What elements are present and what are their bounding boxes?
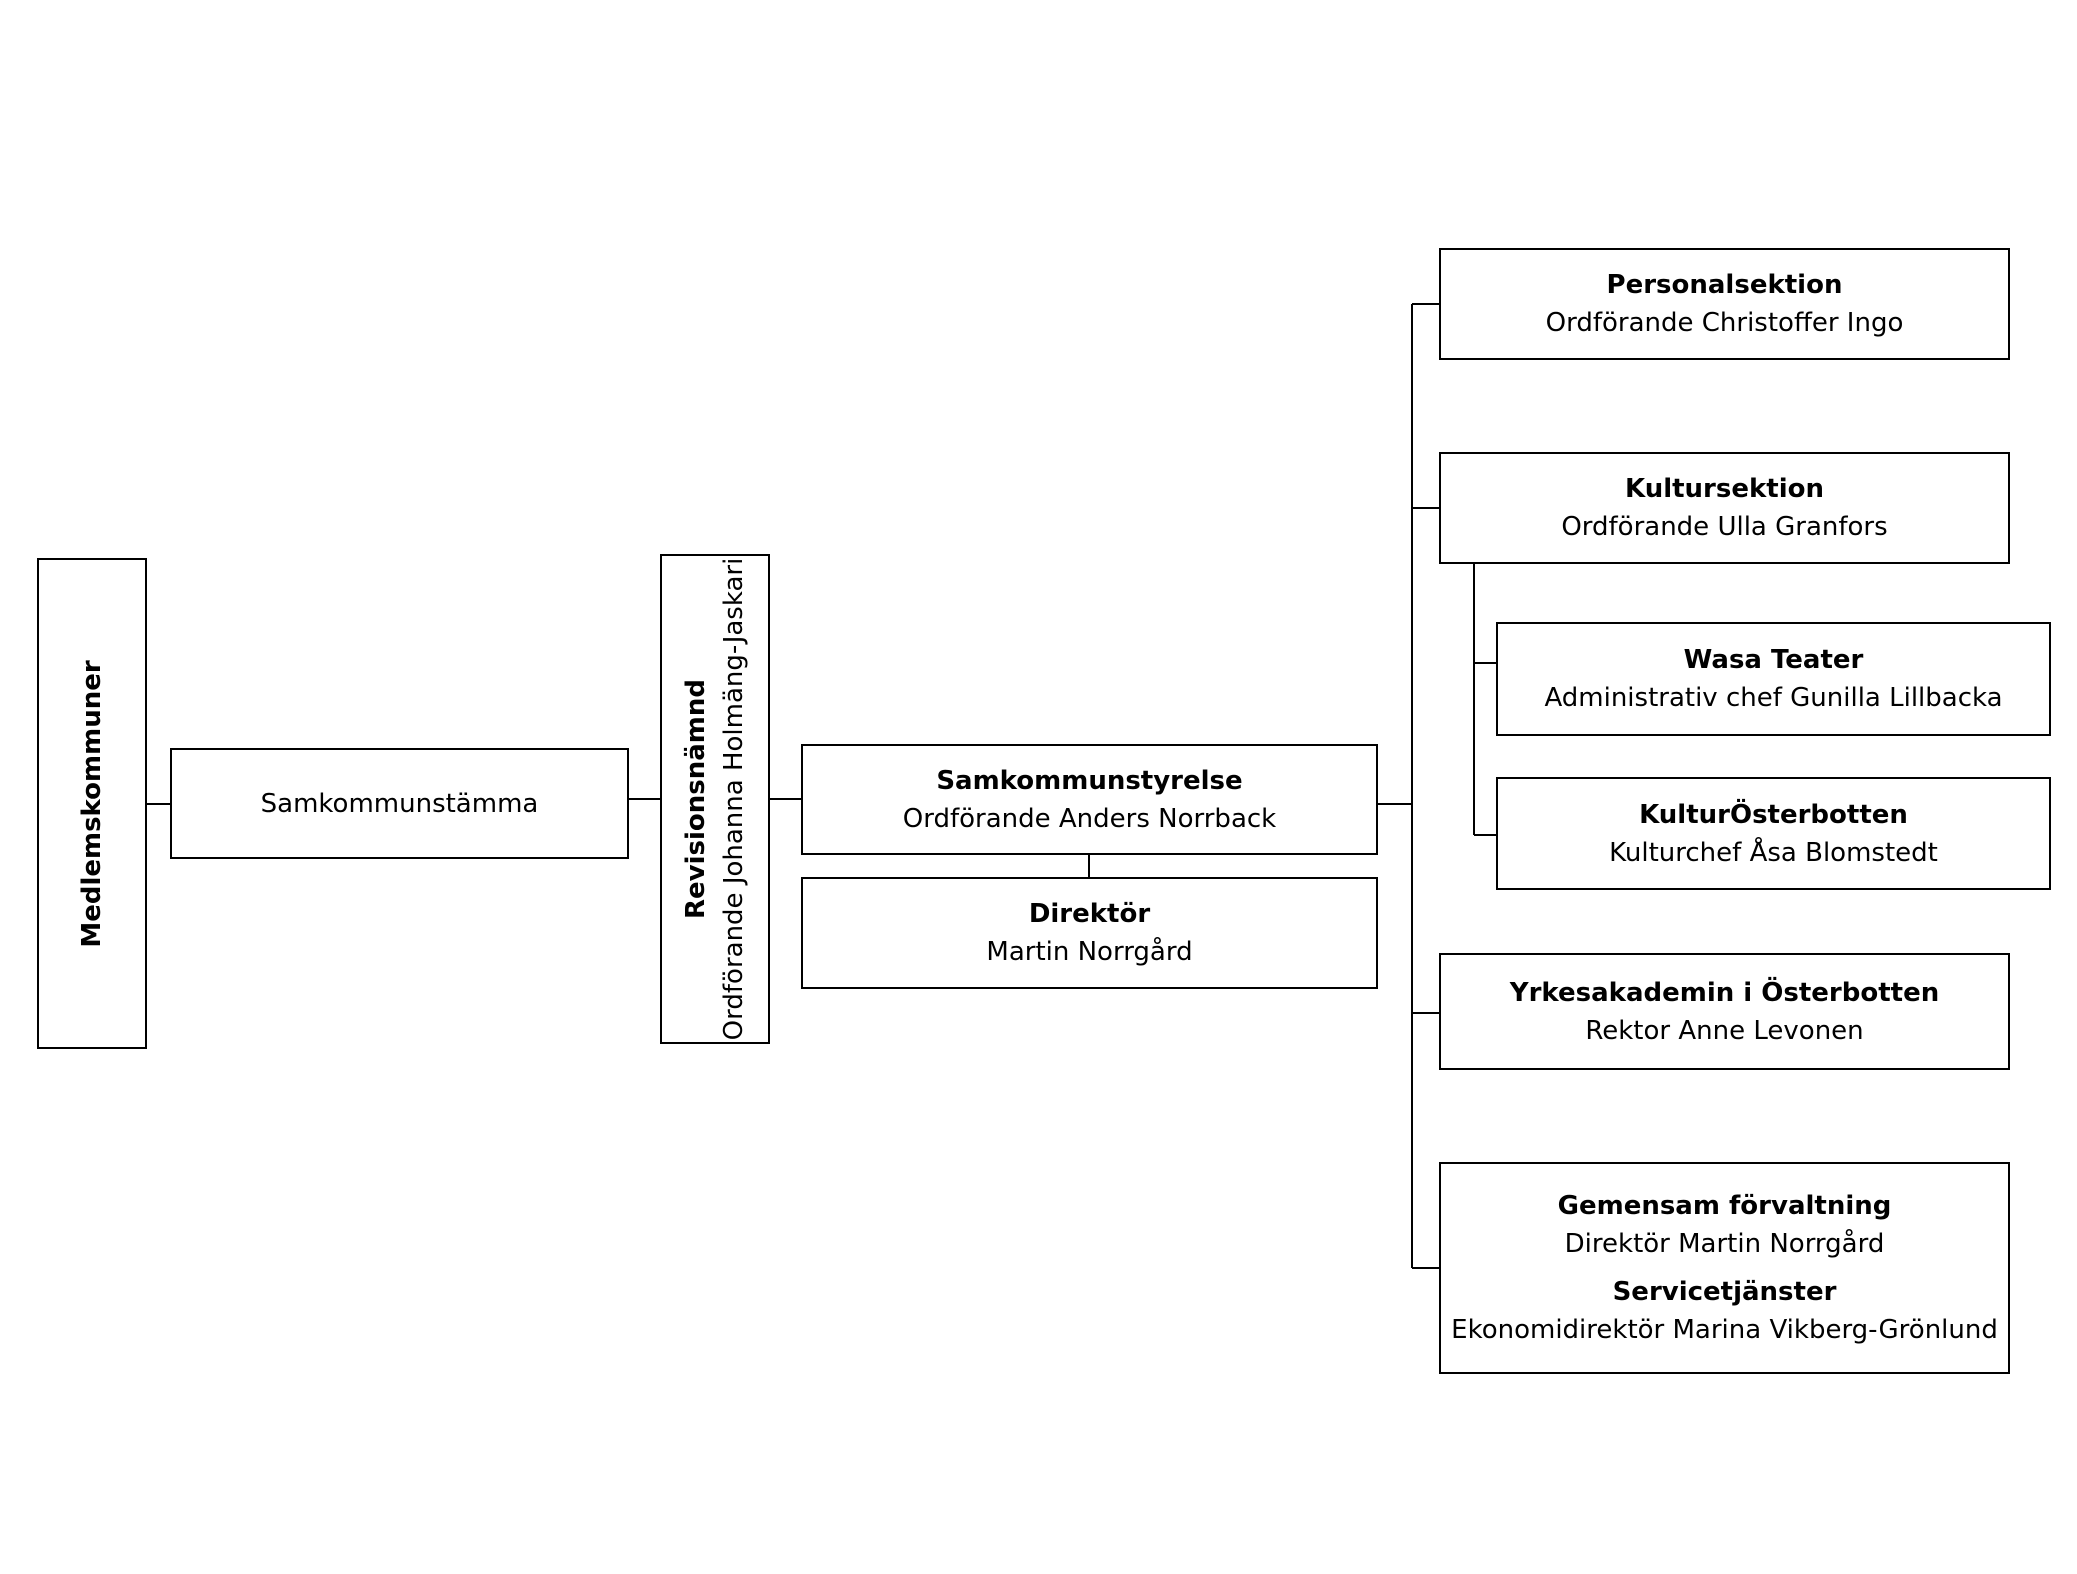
node-revisionsnamnd: Revisionsnämnd Ordförande Johanna Holmän… (660, 554, 770, 1044)
node-gemensam-forvaltning: Gemensam förvaltning Direktör Martin Nor… (1439, 1162, 2010, 1374)
node-yrkesakademin-subtitle: Rektor Anne Levonen (1585, 1015, 1864, 1046)
node-revisionsnamnd-subtitle: Ordförande Johanna Holmäng-Jaskari (719, 557, 749, 1041)
node-kultursektion-subtitle: Ordförande Ulla Granfors (1561, 512, 1888, 542)
node-wasa-teater-subtitle: Administrativ chef Gunilla Lillbacka (1544, 683, 2003, 713)
node-medlemskommuner: Medlemskommuner (37, 558, 147, 1049)
node-direktor: Direktör Martin Norrgård (801, 877, 1378, 989)
node-personalsektion-subtitle: Ordförande Christoffer Ingo (1545, 308, 1904, 338)
node-servicetjanster-subtitle: Ekonomidirektör Marina Vikberg-Grönlund (1451, 1315, 1998, 1345)
node-kulturosterbotten: KulturÖsterbotten Kulturchef Åsa Blomste… (1496, 777, 2051, 890)
node-samkommunstyrelse: Samkommunstyrelse Ordförande Anders Norr… (801, 744, 1378, 855)
node-samkommunstyrelse-subtitle: Ordförande Anders Norrback (902, 803, 1277, 834)
node-kultursektion: Kultursektion Ordförande Ulla Granfors (1439, 452, 2010, 564)
node-direktor-subtitle: Martin Norrgård (986, 937, 1193, 967)
node-yrkesakademin-title: Yrkesakademin i Österbotten (1509, 977, 1940, 1008)
node-samkommunstamma-label: Samkommunstämma (260, 788, 539, 819)
node-samkommunstamma: Samkommunstämma (170, 748, 629, 859)
node-kulturosterbotten-subtitle: Kulturchef Åsa Blomstedt (1609, 837, 1938, 868)
node-kulturosterbotten-title: KulturÖsterbotten (1639, 799, 1908, 830)
node-gemensam-subtitle: Direktör Martin Norrgård (1564, 1229, 1885, 1259)
node-samkommunstyrelse-title: Samkommunstyrelse (936, 765, 1243, 796)
node-wasa-teater-title: Wasa Teater (1683, 645, 1864, 675)
node-wasa-teater: Wasa Teater Administrativ chef Gunilla L… (1496, 622, 2051, 736)
node-personalsektion-title: Personalsektion (1606, 270, 1843, 300)
node-gemensam-title: Gemensam förvaltning (1557, 1191, 1892, 1221)
node-medlemskommuner-title: Medlemskommuner (77, 659, 107, 948)
node-servicetjanster-title: Servicetjänster (1612, 1277, 1837, 1307)
node-direktor-title: Direktör (1028, 899, 1151, 929)
node-revisionsnamnd-title: Revisionsnämnd (681, 678, 711, 920)
node-kultursektion-title: Kultursektion (1625, 474, 1824, 504)
node-yrkesakademin: Yrkesakademin i Österbotten Rektor Anne … (1439, 953, 2010, 1070)
node-personalsektion: Personalsektion Ordförande Christoffer I… (1439, 248, 2010, 360)
